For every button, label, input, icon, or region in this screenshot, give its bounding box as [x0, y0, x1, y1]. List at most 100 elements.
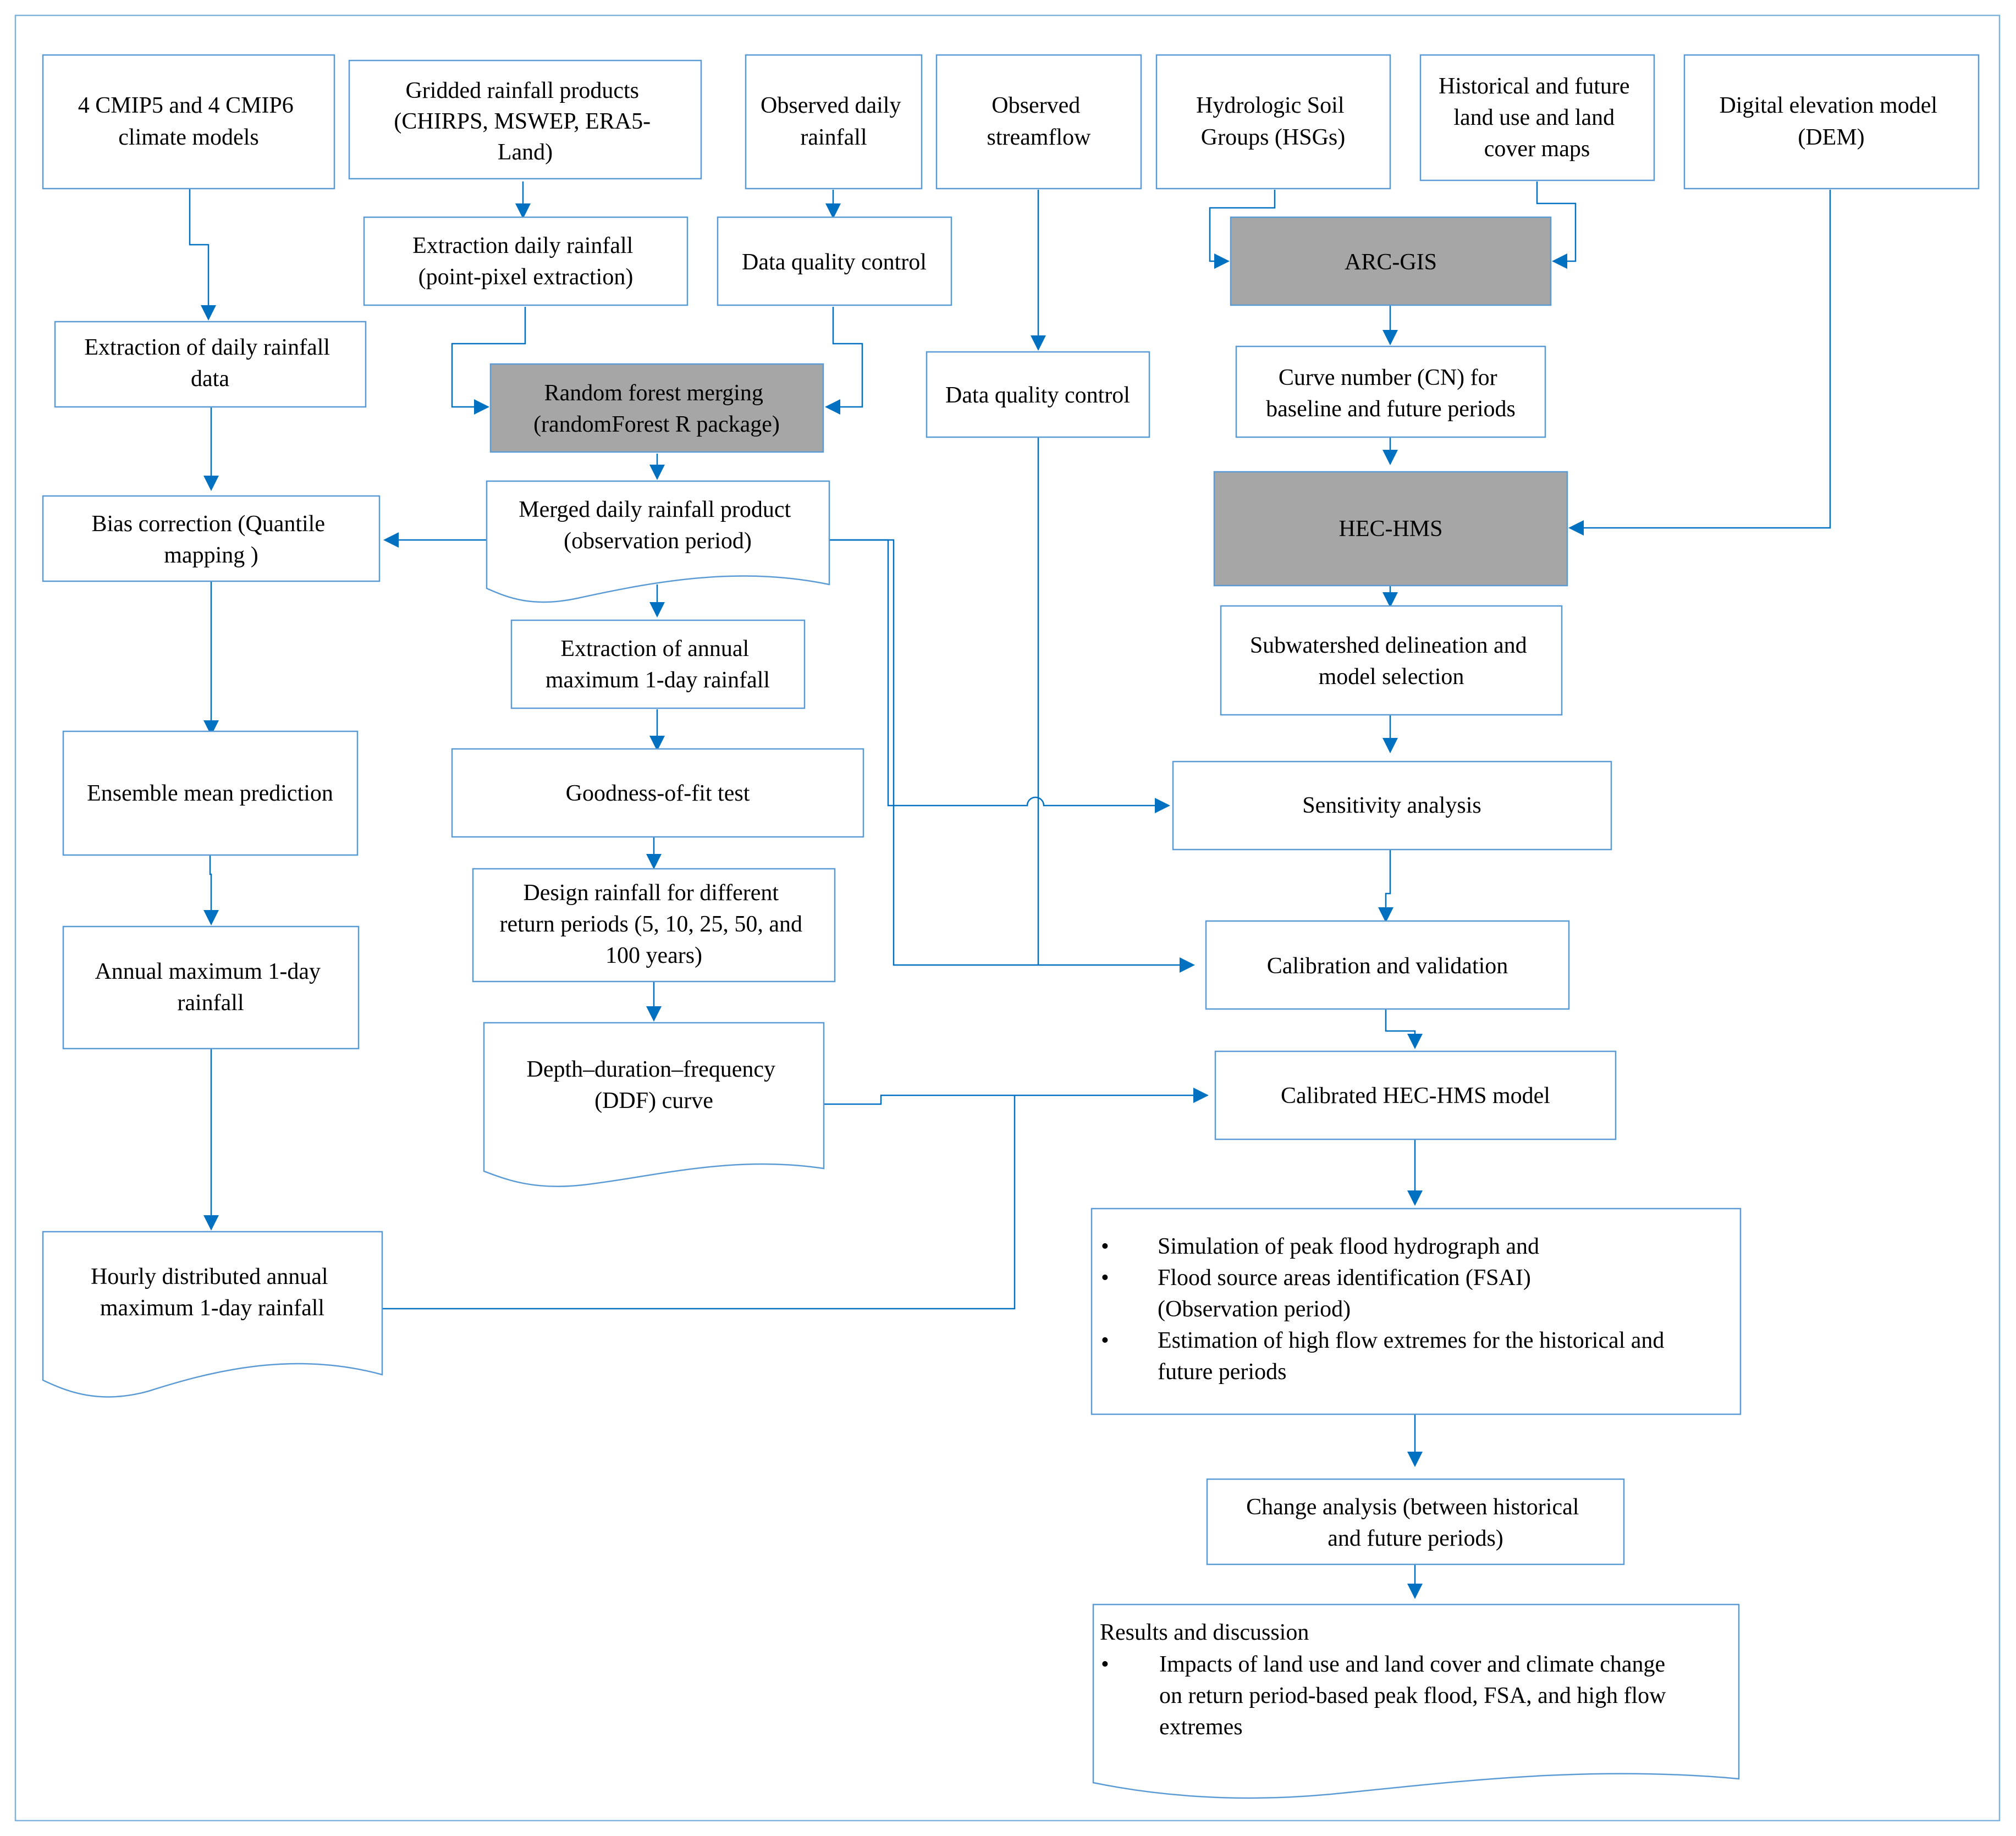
annual-max-extraction-label: Extraction of annual maximum 1-day rainf… [546, 636, 770, 693]
qc-rainfall-box: Data quality control [717, 216, 952, 306]
change-analysis-box: Change analysis (between historical and … [1206, 1478, 1625, 1565]
simulation-bullet-1: • [1101, 1234, 1109, 1259]
calibrated-model-label: Calibrated HEC-HMS model [1281, 1083, 1550, 1109]
edge-ensemble-to-annualmax [209, 855, 212, 916]
arrowhead [1407, 1190, 1423, 1206]
edge-lulc-to-arcgis [1536, 181, 1577, 262]
edge-cmip-to-extraction [189, 189, 210, 311]
results-bullet-1: • [1101, 1652, 1109, 1677]
extraction-daily-cmip-box: Extraction of daily rainfall data [54, 321, 367, 408]
calibration-box: Calibration and validation [1205, 920, 1570, 1010]
arrowhead [649, 465, 665, 480]
design-rainfall-box: Design rainfall for different return per… [472, 868, 836, 983]
change-analysis-label: Change analysis (between historical and … [1246, 1495, 1585, 1551]
results-heading: Results and discussion [1100, 1620, 1309, 1645]
dem-label: Digital elevation model (DEM) [1719, 93, 1943, 150]
arrowhead [383, 532, 399, 548]
curve-number-label: Curve number (CN) for baseline and futur… [1266, 365, 1516, 422]
arrowhead [515, 203, 531, 219]
subwatershed-box: Subwatershed delineation and model selec… [1220, 605, 1563, 716]
goodness-of-fit-label: Goodness-of-fit test [566, 781, 750, 806]
results-doc: Results and discussion • Impacts of land… [1092, 1603, 1740, 1799]
simulation-item-2: Flood source areas identification (FSAI)… [1158, 1265, 1536, 1322]
lulc-maps-box: Historical and future land use and land … [1419, 54, 1655, 181]
calibrated-model-box: Calibrated HEC-HMS model [1214, 1050, 1617, 1140]
arrowhead [1568, 520, 1584, 536]
gridded-products-box: Gridded rainfall products (CHIRPS, MSWEP… [348, 59, 702, 180]
connectors [189, 181, 1831, 1589]
qc-streamflow-box: Data quality control [926, 351, 1150, 438]
edge-merged-to-sensitivity [829, 539, 1160, 807]
calibration-label: Calibration and validation [1267, 953, 1508, 979]
dem-box: Digital elevation model (DEM) [1683, 54, 1980, 190]
arrowhead [1407, 1584, 1423, 1599]
arrowhead [1382, 450, 1398, 465]
arrowhead [1180, 957, 1195, 973]
sensitivity-box: Sensitivity analysis [1172, 760, 1612, 851]
gridded-products-label: Gridded rainfall products (CHIRPS, MSWEP… [394, 78, 656, 165]
design-rainfall-label: Design rainfall for different return per… [499, 880, 808, 968]
arrowhead [646, 1006, 662, 1022]
hec-hms-box: HEC-HMS [1213, 471, 1568, 587]
edge-hourly-to-calibrated [382, 1095, 1016, 1310]
ensemble-mean-label: Ensemble mean prediction [87, 781, 333, 806]
bias-correction-box: Bias correction (Quantile mapping ) [42, 495, 381, 582]
extraction-daily-cmip-label: Extraction of daily rainfall data [84, 335, 335, 392]
observed-streamflow-box: Observed streamflow [935, 54, 1142, 190]
edge-sensitivity-to-calibration [1385, 850, 1391, 913]
qc-rainfall-label: Data quality control [742, 250, 927, 275]
arrowhead [201, 305, 216, 321]
hourly-distributed-doc: Hourly distributed annual maximum 1-day … [42, 1231, 383, 1398]
simulation-item-3: Estimation of high flow extremes for the… [1158, 1328, 1670, 1385]
edge-hsg-to-arcgis [1209, 190, 1276, 262]
curve-number-box: Curve number (CN) for baseline and futur… [1235, 345, 1546, 438]
subwatershed-label: Subwatershed delineation and model selec… [1250, 633, 1533, 690]
merged-product-label: Merged daily rainfall product (observati… [519, 497, 796, 554]
rf-merging-label: Random forest merging (randomForest R pa… [533, 381, 780, 437]
extraction-point-pixel-box: Extraction daily rainfall (point-pixel e… [363, 216, 688, 306]
qc-streamflow-label: Data quality control [945, 383, 1130, 408]
annual-max-cmip-box: Annual maximum 1-day rainfall [62, 925, 360, 1050]
observed-rainfall-box: Observed daily rainfall [745, 54, 923, 190]
arrowhead [1382, 330, 1398, 345]
edge-merged-to-calibration [829, 539, 1185, 966]
extraction-point-pixel-label: Extraction daily rainfall (point-pixel e… [412, 233, 639, 290]
observed-rainfall-label: Observed daily rainfall [761, 93, 907, 150]
edge-qc-to-rfmerging [832, 307, 863, 408]
goodness-of-fit-box: Goodness-of-fit test [451, 748, 864, 838]
annual-max-extraction-box: Extraction of annual maximum 1-day rainf… [510, 619, 806, 709]
arrowhead [1031, 335, 1046, 351]
arrowhead [1193, 1088, 1209, 1103]
hec-hms-label: HEC-HMS [1339, 516, 1442, 542]
ddf-curve-doc: Depth–duration–frequency (DDF) curve [483, 1022, 825, 1187]
arrowhead [1214, 253, 1230, 269]
sensitivity-label: Sensitivity analysis [1302, 793, 1481, 818]
edge-extraction-to-rfmerging [451, 307, 526, 408]
arrowhead [203, 1215, 219, 1231]
annual-max-cmip-label: Annual maximum 1-day rainfall [95, 959, 326, 1016]
edge-ddf-to-calibrated [824, 1094, 1199, 1105]
arrowhead [646, 854, 662, 869]
hourly-distributed-label: Hourly distributed annual maximum 1-day … [91, 1264, 334, 1321]
outer-frame [14, 14, 2001, 1822]
arrowhead [649, 602, 665, 617]
simulation-bullet-3: • [1101, 1328, 1109, 1353]
hsg-box: Hydrologic Soil Groups (HSGs) [1155, 54, 1391, 190]
merged-product-doc: Merged daily rainfall product (observati… [486, 480, 830, 603]
arrowhead [1407, 1452, 1423, 1467]
arc-gis-box: ARC-GIS [1230, 216, 1552, 306]
edge-dem-to-hechms [1578, 190, 1831, 529]
arrowhead [203, 720, 219, 736]
arrowhead [825, 203, 841, 219]
arrowheads [201, 203, 1584, 1599]
arrowhead [1407, 1034, 1423, 1049]
observed-streamflow-label: Observed streamflow [987, 93, 1092, 150]
simulation-item-1: Simulation of peak flood hydrograph and [1158, 1234, 1539, 1259]
arrowhead [1378, 907, 1393, 923]
arrowhead [1382, 592, 1398, 608]
arrowhead [474, 399, 489, 415]
arrowhead [1382, 738, 1398, 753]
arc-gis-label: ARC-GIS [1345, 250, 1437, 275]
